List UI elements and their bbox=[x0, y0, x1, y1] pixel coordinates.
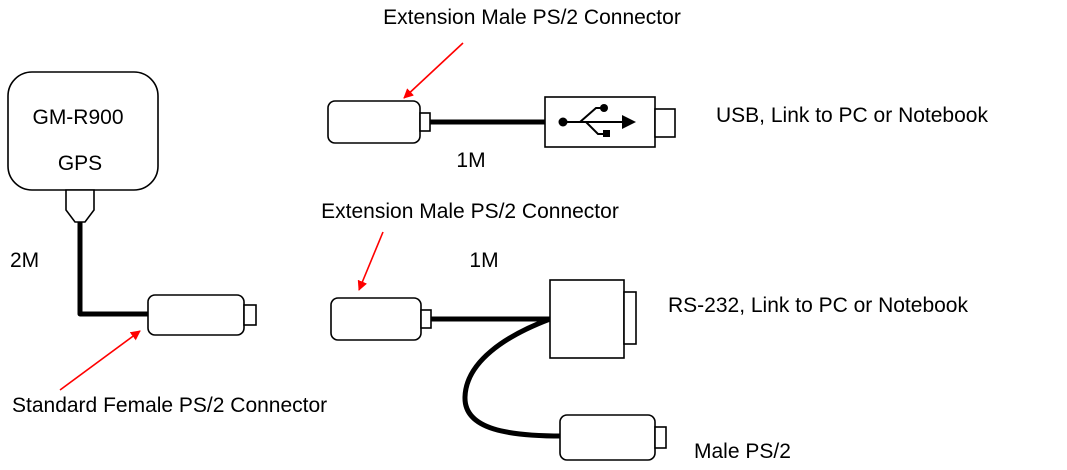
gps-model-label: GM-R900 bbox=[32, 106, 123, 129]
usb-plug-tip bbox=[654, 108, 676, 138]
rs232-connector-body bbox=[549, 279, 625, 359]
usb-endpoint-label: USB, Link to PC or Notebook bbox=[716, 104, 988, 127]
rs232-extension-male-connector bbox=[330, 297, 432, 341]
gps-unit: GM-R900 GPS bbox=[7, 71, 159, 223]
rs232-cable-length-label: 1M bbox=[469, 249, 498, 272]
usb-extension-connector-label: Extension Male PS/2 Connector bbox=[383, 6, 681, 29]
usb-plug bbox=[544, 96, 676, 148]
usb-extension-male-connector bbox=[327, 100, 431, 144]
rs232-endpoint-label: RS-232, Link to PC or Notebook bbox=[668, 294, 968, 317]
rs232-extension-body bbox=[330, 297, 422, 341]
female-ps2-body bbox=[147, 294, 245, 336]
usb-trident-icon bbox=[558, 104, 636, 137]
gps-cable bbox=[77, 222, 148, 317]
female-ps2-tip bbox=[243, 304, 257, 326]
rs232-extension-tip bbox=[420, 309, 432, 329]
male-ps2-tip bbox=[654, 426, 667, 449]
gps-type-label: GPS bbox=[58, 152, 102, 175]
male-ps2-branch-cable bbox=[462, 316, 563, 439]
rs232-extension-pointer-arrow bbox=[357, 231, 384, 291]
female-ps2-connector bbox=[147, 294, 257, 336]
gps-strain-relief bbox=[65, 189, 95, 223]
usb-extension-tip bbox=[419, 112, 431, 132]
rs232-connector-tip bbox=[623, 291, 637, 345]
female-connector-pointer-arrow bbox=[59, 330, 141, 391]
female-connector-label: Standard Female PS/2 Connector bbox=[12, 394, 327, 417]
rs232-db9-connector bbox=[549, 279, 637, 359]
male-ps2-label: Male PS/2 bbox=[694, 440, 791, 463]
male-ps2-body bbox=[559, 414, 656, 461]
usb-extension-pointer-arrow bbox=[403, 42, 464, 99]
usb-extension-body bbox=[327, 100, 421, 144]
gps-cable-length-label: 2M bbox=[10, 249, 39, 272]
male-ps2-connector bbox=[559, 414, 667, 461]
rs232-extension-connector-label: Extension Male PS/2 Connector bbox=[321, 200, 619, 223]
usb-cable-length-label: 1M bbox=[456, 149, 485, 172]
